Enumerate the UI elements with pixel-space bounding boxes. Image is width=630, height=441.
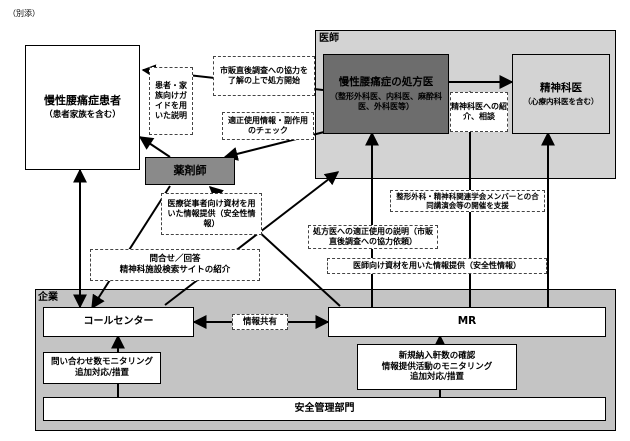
psych-site-text: 精神科施設検索サイトの紹介 <box>119 265 231 275</box>
attachment-note: （別添） <box>8 9 40 18</box>
psychiatrist-box: 精神科医 （心療内科医を含む） <box>512 54 610 134</box>
call-monitor-label: 問い合わせ数モニタリング 追加対応/措置 <box>43 352 161 384</box>
safety-dept-box: 安全管理部門 <box>43 397 606 421</box>
pharmacist-box: 薬剤師 <box>145 157 235 185</box>
patient-title: 慢性腰痛症患者 <box>44 94 121 108</box>
proper-use-check-label: 適正使用情報・副作用のチェック <box>222 112 314 140</box>
inquiry-text: 問合せ／回答 <box>149 254 201 265</box>
patient-guide-label: 患者・家族向けガイドを用いた説明 <box>149 67 193 135</box>
prescriber-subtitle: （整形外科医、内科医、麻酔科医、外科医等） <box>330 92 442 112</box>
call-center-box: コールセンター <box>43 307 194 337</box>
joint-seminar-label: 整形外科・精神科関連学会メンバーとの合同講演会等の開催を支援 <box>390 190 545 212</box>
mr-monitor-label: 新規納入軒数の確認 情報提供活動のモニタリング 追加対応/措置 <box>357 344 517 390</box>
mr-monitor-line-2: 情報提供活動のモニタリング <box>381 361 493 372</box>
prescriber-explain-label: 処方医への適正使用の説明（市販直後調査への協力依頼） <box>308 225 438 249</box>
pharm-material-label: 医療従事者向け資材を用いた情報提供（安全性情報） <box>161 193 262 235</box>
info-share-label: 情報共有 <box>232 314 288 330</box>
prescriber-title: 慢性腰痛症の処方医 <box>338 75 434 88</box>
inquiry-label: 問合せ／回答 精神科施設検索サイトの紹介 <box>90 249 260 281</box>
call-monitor-line-1: 問い合わせ数モニタリング <box>50 357 153 368</box>
patient-subtitle: （患者家族を含む） <box>44 110 121 121</box>
doctor-material-label: 医師向け資材を用いた情報提供（安全性情報） <box>327 258 547 274</box>
call-monitor-line-2: 追加対応/措置 <box>74 368 130 378</box>
pms-consent-label: 市販直後調査への協力を了解の上で処方開始 <box>213 56 315 96</box>
patient-box: 慢性腰痛症患者 （患者家族を含む） <box>25 45 140 170</box>
psych-referral-label: 精神科医への紹介、相談 <box>450 92 508 132</box>
mr-monitor-line-1: 新規納入軒数の確認 <box>398 351 476 362</box>
psychiatrist-title: 精神科医 <box>540 81 582 94</box>
company-area-label: 企業 <box>38 292 58 303</box>
psychiatrist-subtitle: （心療内科医を含む） <box>523 96 599 106</box>
prescriber-box: 慢性腰痛症の処方医 （整形外科医、内科医、麻酔科医、外科医等） <box>323 54 449 134</box>
mr-monitor-line-3: 追加対応/措置 <box>409 372 465 383</box>
mr-box: MR <box>328 307 606 337</box>
doctor-area-label: 医師 <box>319 33 339 44</box>
